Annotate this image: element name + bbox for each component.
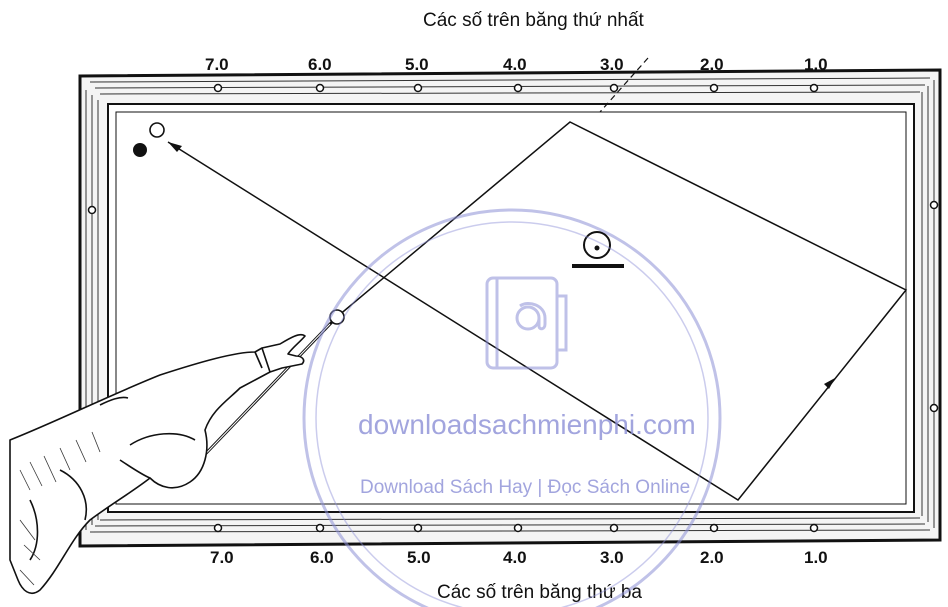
- bottom-caption: Các số trên băng thứ ba: [437, 582, 642, 603]
- watermark: downloadsachmienphi.com Download Sách Ha…: [302, 208, 722, 607]
- object-ball-dark: [133, 143, 147, 157]
- bottom-number: 2.0: [700, 548, 724, 567]
- bottom-number: 1.0: [804, 548, 828, 567]
- table-frame: [78, 68, 942, 548]
- path-arrowhead: [824, 378, 835, 389]
- watermark-tagline: Download Sách Hay | Đọc Sách Online: [360, 477, 690, 498]
- bottom-number: 7.0: [210, 548, 234, 567]
- top-number: 5.0: [405, 55, 429, 74]
- watermark-ring: [302, 208, 722, 607]
- cue-ball-strike-icon: [572, 231, 624, 268]
- bottom-number: 3.0: [600, 548, 624, 567]
- object-ball-white: [149, 122, 165, 138]
- top-number: 7.0: [205, 55, 229, 74]
- bottom-number: 4.0: [503, 548, 527, 567]
- top-number: 2.0: [700, 55, 724, 74]
- player-arm-hand: [9, 333, 306, 595]
- top-number: 3.0: [600, 55, 624, 74]
- watermark-site: downloadsachmienphi.com: [358, 409, 696, 440]
- top-number: 4.0: [503, 55, 527, 74]
- bottom-diamond-numbers: 7.0 6.0 5.0 4.0 3.0 2.0 1.0: [210, 548, 828, 567]
- top-diamond-numbers: 7.0 6.0 5.0 4.0 3.0 2.0 1.0: [205, 55, 828, 74]
- aim-guide-line: [599, 57, 649, 113]
- path-arrowhead: [168, 142, 182, 152]
- top-number: 6.0: [308, 55, 332, 74]
- bottom-number: 6.0: [310, 548, 334, 567]
- watermark-ring-inner: [315, 221, 709, 607]
- bottom-number: 5.0: [407, 548, 431, 567]
- top-caption: Các số trên băng thứ nhất: [423, 10, 644, 31]
- sleeve-hatching: [19, 431, 101, 586]
- book-icon: [485, 276, 568, 370]
- ball-path: [167, 121, 908, 501]
- top-number: 1.0: [804, 55, 828, 74]
